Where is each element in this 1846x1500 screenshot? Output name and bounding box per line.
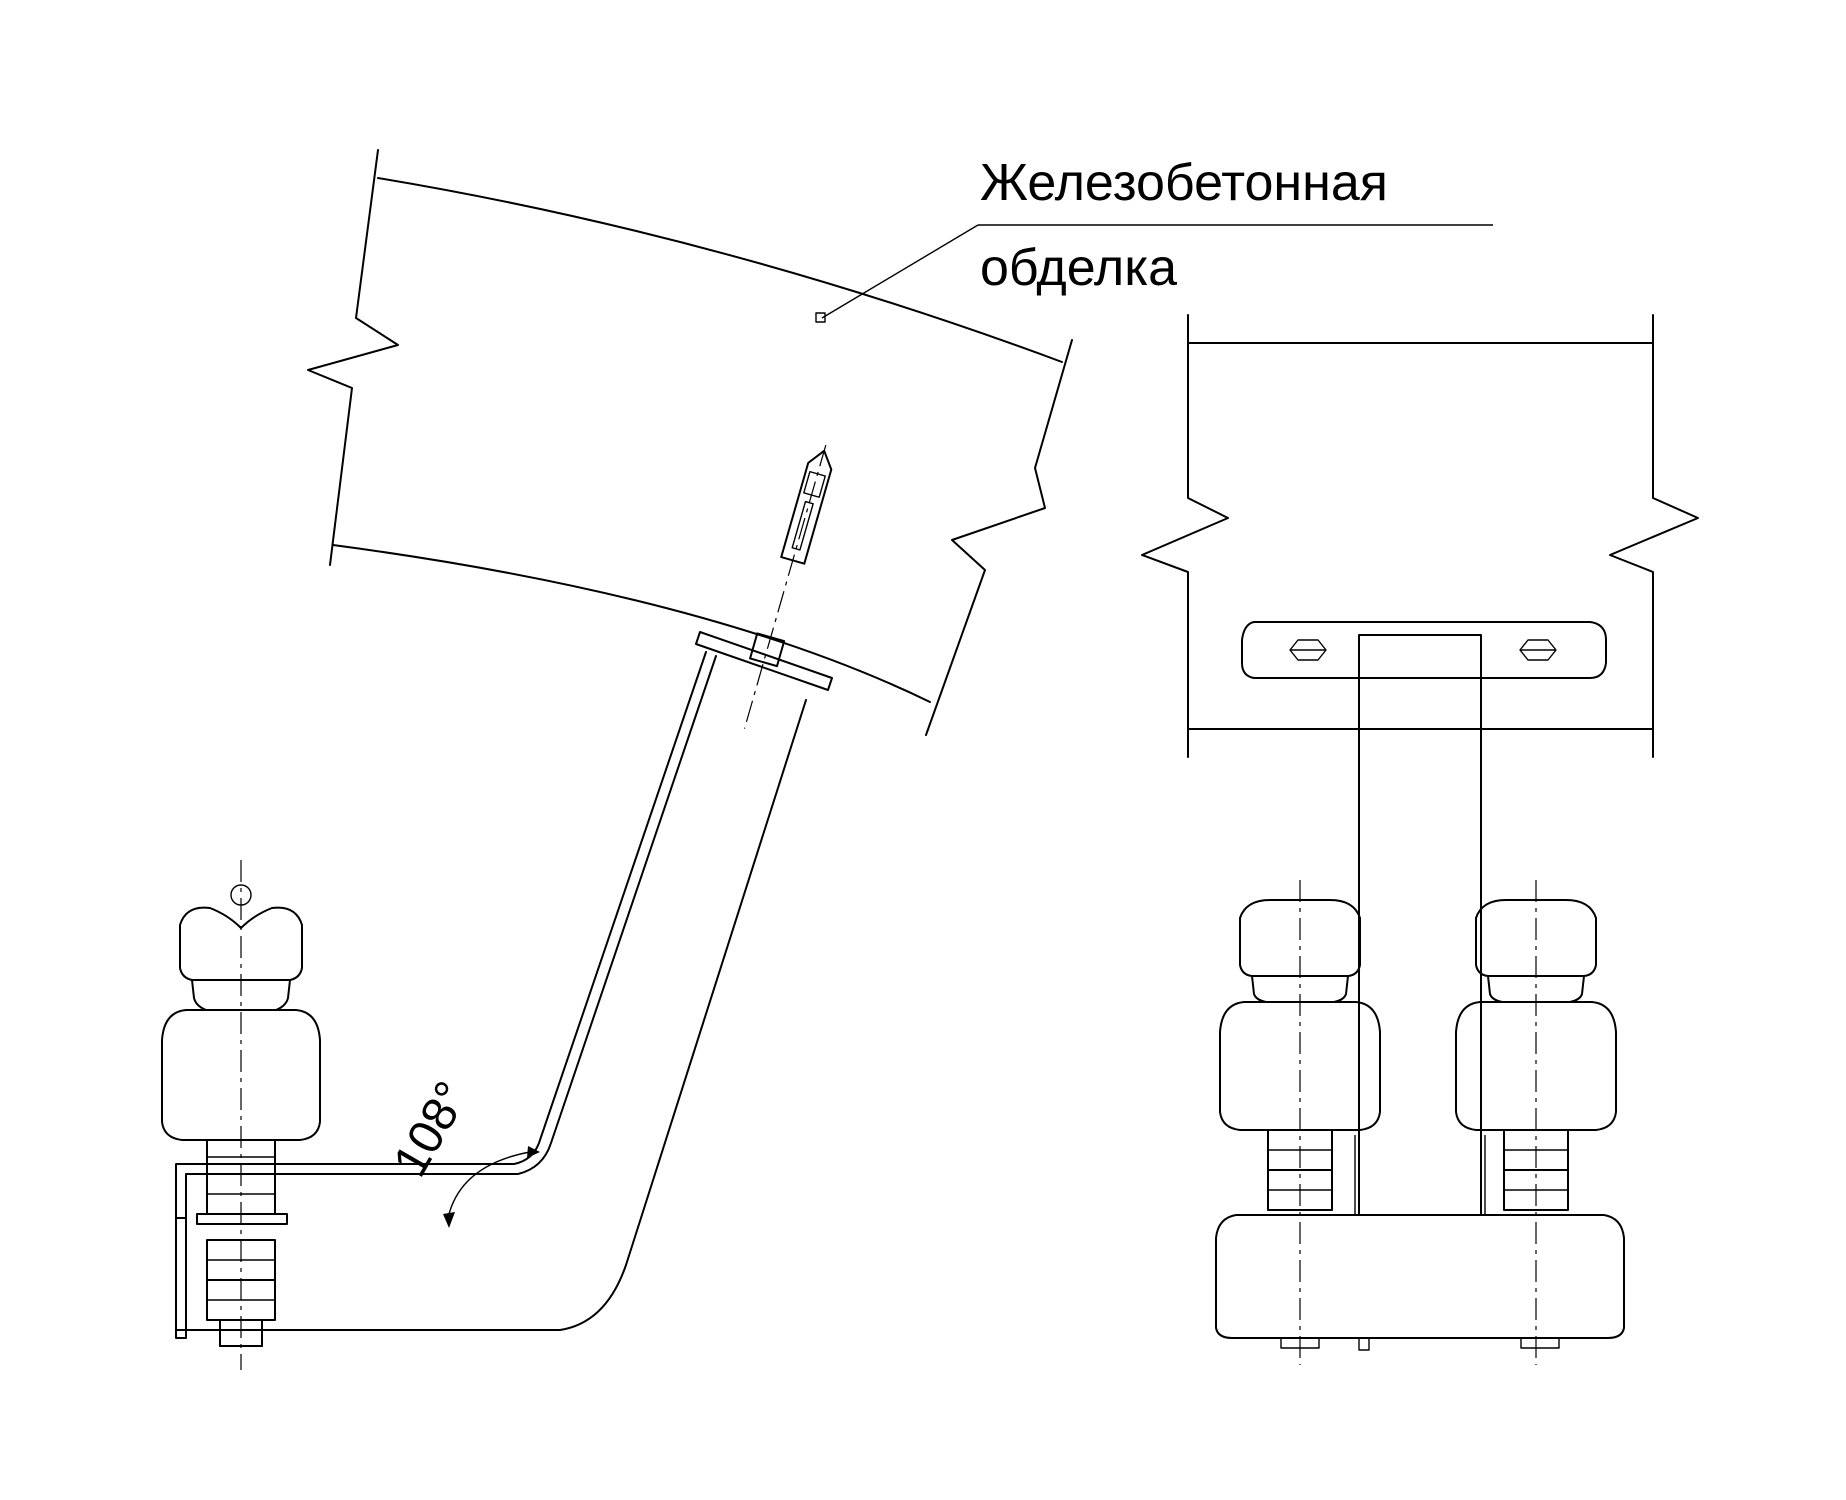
lining-label-line-2: обделка: [980, 239, 1177, 297]
angle-label: 108°: [384, 1073, 480, 1185]
concrete-lining-section-right: [1141, 314, 1699, 758]
insulator-left: [161, 860, 321, 1370]
angle-dimension: 108°: [384, 1073, 540, 1228]
bracket-left-view: [175, 651, 807, 1339]
insulator-right-1: [1219, 880, 1381, 1365]
bracket-right-view: [1215, 621, 1625, 1351]
anchor-bolt: [695, 444, 833, 729]
insulator-right-2: [1455, 880, 1617, 1365]
concrete-lining-section-left: [307, 149, 1073, 736]
lining-label-line-1: Железобетонная: [980, 154, 1388, 212]
label-leader: [815, 224, 1493, 323]
